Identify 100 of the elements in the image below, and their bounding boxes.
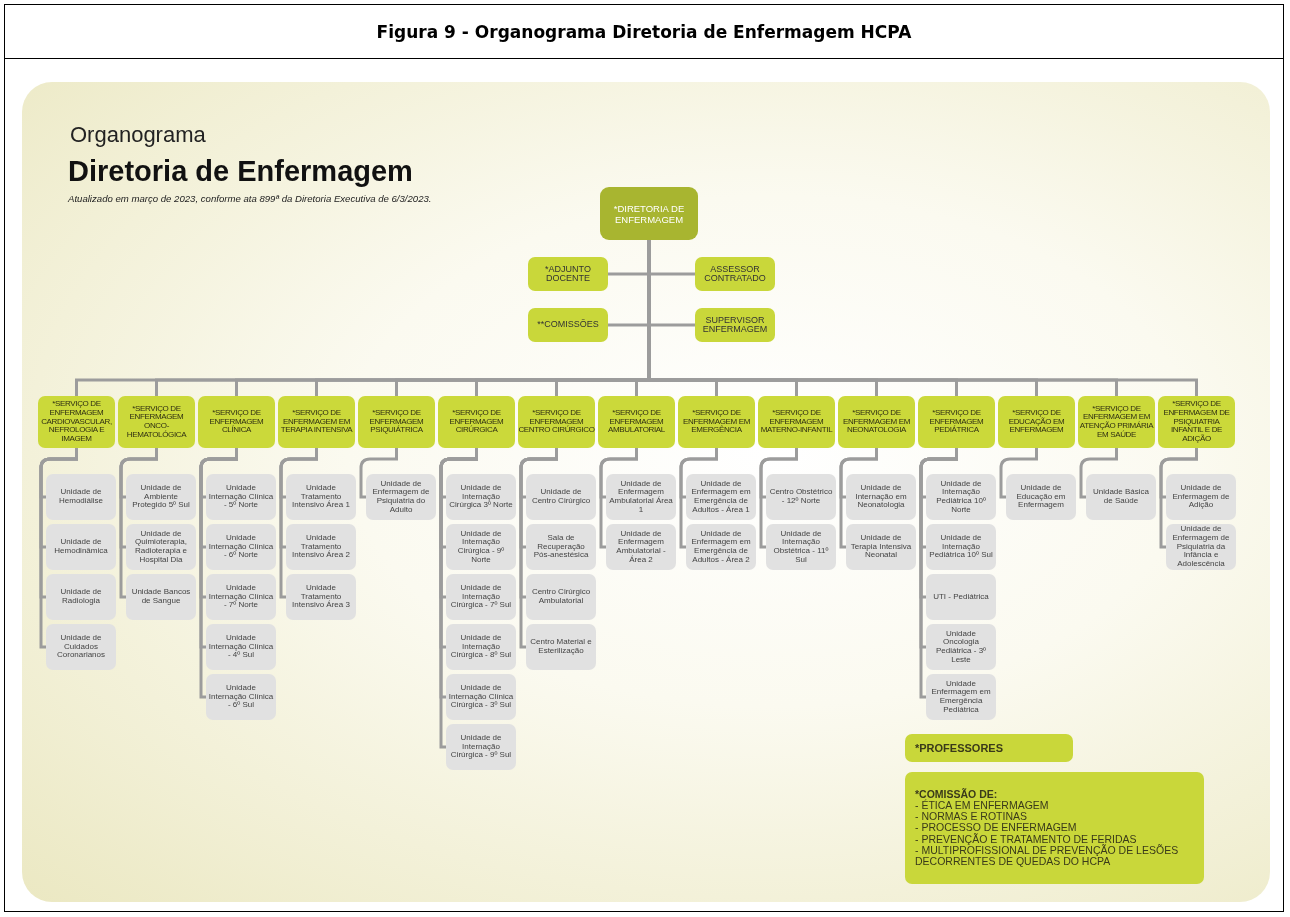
list-item: - MULTIPROFISSIONAL DE PREVENÇÃO DE LESÕES DECORRENTES DE QUEDAS DO HCPA xyxy=(915,844,1180,867)
node-text: *SERVIÇO DE EDUCAÇÃO EM ENFERMAGEM xyxy=(1007,409,1066,435)
node-text: Unidade Internação Clínica - 7º Norte xyxy=(208,584,274,610)
unit-box xyxy=(526,624,596,670)
note-box xyxy=(905,772,1204,884)
node-text: Unidade de Internação Clínica Cirúrgica - 3º Sul xyxy=(448,684,514,710)
unit-box xyxy=(126,474,196,520)
node-text: Unidade de Internação Obstétrica - 11º Sul xyxy=(772,529,830,565)
node-text: *SERVIÇO DE ENFERMAGEM EM ATENÇÃO PRIMÁRIA EM SAÚDE xyxy=(1078,404,1155,440)
unit-box xyxy=(1166,474,1236,520)
connector-line xyxy=(839,448,878,549)
unit-box xyxy=(446,474,516,520)
service-box xyxy=(198,396,275,448)
node-text: Unidade de Internação Cirúrgica - 9º Sul xyxy=(449,734,513,760)
node-text: *SERVIÇO DE ENFERMAGEM CIRÚRGICA xyxy=(448,409,505,435)
node-text: Unidade de Internação Cirúrgica - 9º Norte xyxy=(456,529,506,565)
node-text: *SERVIÇO DE ENFERMAGEM PEDIÁTRICA xyxy=(928,409,985,435)
node-text: *SERVIÇO DE ENFERMAGEM ONCO-HEMATOLÓGICA xyxy=(125,404,188,440)
connector-line xyxy=(279,448,318,599)
node-text: Centro Obstétrico - 12º Norte xyxy=(768,488,834,506)
unit-box xyxy=(286,474,356,520)
unit-box xyxy=(126,574,196,620)
unit-box xyxy=(206,474,276,520)
service-box xyxy=(278,396,355,448)
node-text: *DIRETORIA DE ENFERMAGEM xyxy=(612,202,686,225)
connector-line xyxy=(599,448,638,549)
node-text: Unidade Enfermagem em Emergência Pediátrica xyxy=(930,679,992,715)
heading: Organograma xyxy=(70,122,206,148)
unit-box xyxy=(286,524,356,570)
node-text: Unidade de Enfermagem de Psiquiatria do Adulto xyxy=(371,479,431,515)
node-text: *COMISSÃO DE: xyxy=(915,789,998,801)
node-text: *SERVIÇO DE ENFERMAGEM EM TERAPIA INTENSIVA xyxy=(279,409,354,435)
node-text: *SERVIÇO DE ENFERMAGEM CENTRO CIRÚRGICO xyxy=(518,409,595,435)
node-text: Unidade Tratamento Intensivo Área 3 xyxy=(291,584,351,610)
node-text: Unidade de Internação Pediátrica 10º Sul xyxy=(928,534,994,560)
unit-box xyxy=(766,474,836,520)
list-item: - ÉTICA EM ENFERMAGEM xyxy=(915,800,1049,812)
service-box xyxy=(118,396,195,448)
node-text: Unidade Internação Clínica - 5º Norte xyxy=(208,484,274,510)
unit-box xyxy=(846,474,916,520)
node-text: ASSESSOR CONTRATADO xyxy=(703,264,767,284)
node-text: *SERVIÇO DE ENFERMAGEM PSIQUIÁTRICA xyxy=(368,409,425,435)
node-text: *SERVIÇO DE ENFERMAGEM CARDIOVASCULAR, NEFROLOGIA E IMAGEM xyxy=(40,400,113,444)
unit-box xyxy=(46,574,116,620)
org-box xyxy=(600,187,698,240)
node-text: Unidade de Hemodiálise xyxy=(58,488,104,506)
node-text: *PROFESSORES xyxy=(915,742,1004,754)
unit-box xyxy=(526,524,596,570)
heading: Diretoria de Enfermagem xyxy=(68,155,413,188)
subtitle: Atualizado em março de 2023, conforme ata 899ª da Diretoria Executiva de 6/3/2023. xyxy=(68,193,432,204)
node-text: Centro Material e Esterilização xyxy=(529,638,593,656)
node-text: Unidade Internação Clínica - 6º Norte xyxy=(208,534,274,560)
node-text: Unidade Tratamento Intensivo Área 2 xyxy=(291,534,351,560)
unit-box xyxy=(206,624,276,670)
node-text: Unidade de Radiologia xyxy=(59,588,103,606)
unit-box xyxy=(526,574,596,620)
unit-box xyxy=(446,624,516,670)
list-item: - PREVENÇÃO E TRATAMENTO DE FERIDAS xyxy=(915,833,1137,845)
node-text: Unidade de Enfermagem em Emergência de Adultos - Área 1 xyxy=(690,479,752,515)
node-text: Unidade Bancos de Sangue xyxy=(130,588,192,606)
node-text: Unidade Oncologia Pediátrica - 3º Leste xyxy=(934,629,988,665)
node-text: Unidade de Internação em Neonatologia xyxy=(854,484,908,510)
unit-box xyxy=(846,524,916,570)
node-text: Unidade Internação Clínica - 6º Sul xyxy=(208,684,274,710)
service-box xyxy=(518,396,595,448)
node-text: Unidade Básica de Saúde xyxy=(1091,488,1150,506)
connector-line xyxy=(119,448,158,599)
node-text: Unidade Tratamento Intensivo Área 1 xyxy=(291,484,351,510)
node-text: Unidade de Internação Cirúrgica 3º Norte xyxy=(448,484,514,510)
unit-box xyxy=(526,474,596,520)
service-box xyxy=(758,396,835,448)
node-text: *SERVIÇO DE ENFERMAGEM EM EMERGÊNCIA xyxy=(682,409,751,435)
node-text: **COMISSÕES xyxy=(537,320,599,330)
service-box xyxy=(678,396,755,448)
node-text: Unidade de Internação Cirúrgica - 8º Sul xyxy=(449,634,513,660)
node-text: *SERVIÇO DE ENFERMAGEM CLÍNICA xyxy=(208,409,265,435)
node-text: Unidade de Educação em Enfermagem xyxy=(1015,484,1067,510)
service-box xyxy=(358,396,435,448)
unit-box xyxy=(606,524,676,570)
org-box xyxy=(695,257,775,291)
node-text: Unidade de Enfermagem Ambulatorial - Área 2 xyxy=(615,529,667,565)
node-text: Unidade de Ambiente Protegido 5º Sul xyxy=(131,484,191,510)
service-box xyxy=(838,396,915,448)
unit-box xyxy=(766,524,836,570)
node-text: Unidade de Enfermagem de Psiquiatria da Infância e Adolescência xyxy=(1171,525,1231,569)
org-box xyxy=(695,308,775,342)
unit-box xyxy=(446,524,516,570)
note-box xyxy=(905,734,1073,762)
service-box xyxy=(998,396,1075,448)
unit-box xyxy=(926,624,996,670)
service-box xyxy=(918,396,995,448)
node-text: Centro Cirúrgico Ambulatorial xyxy=(530,588,592,606)
node-text: Unidade de Hemodinâmica xyxy=(53,538,109,556)
unit-box xyxy=(206,674,276,720)
node-text: *SERVIÇO DE ENFERMAGEM MATERNO-INFANTIL xyxy=(759,409,834,435)
node-text: Unidade de Cuidados Coronarianos xyxy=(56,634,106,660)
unit-box xyxy=(126,524,196,570)
node-text: Unidade de Enfermagem de Adição xyxy=(1171,484,1231,510)
node-text: *SERVIÇO DE ENFERMAGEM EM NEONATOLOGIA xyxy=(842,409,911,435)
unit-box xyxy=(446,574,516,620)
